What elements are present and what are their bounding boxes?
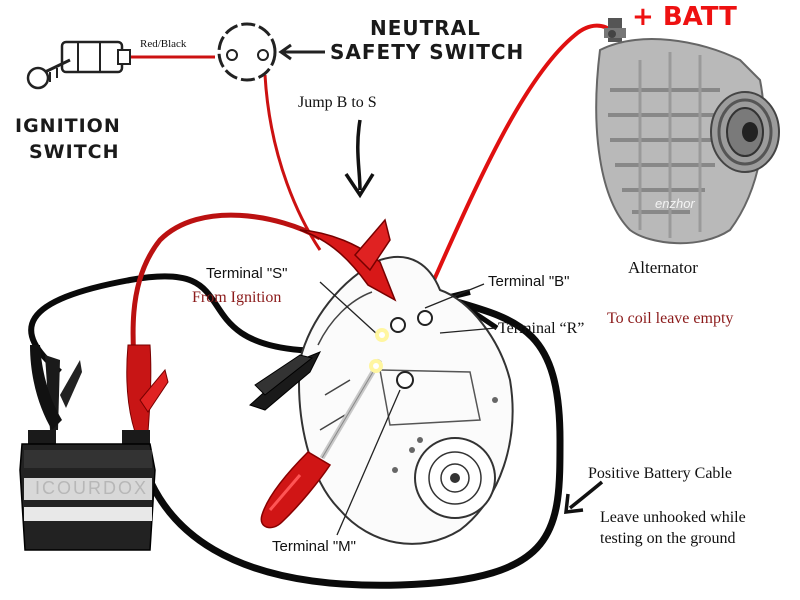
- neutral-to-terminal-s-wire: [263, 74, 322, 251]
- cable-leader-arrow: [564, 480, 604, 514]
- spark-flashes: [369, 328, 389, 373]
- red-black-wire-label: Red/Black: [140, 38, 187, 50]
- leave-unhooked-line1: Leave unhooked while: [600, 509, 746, 526]
- terminal-s-label: Terminal "S": [206, 265, 288, 282]
- alternator-watermark: enzhor: [655, 196, 695, 211]
- leave-unhooked-label: Leave unhooked while testing on the grou…: [600, 507, 746, 549]
- neutral-safety-label-line1: NEUTRAL: [370, 16, 481, 40]
- positive-battery-cable: [136, 296, 564, 589]
- to-coil-label: To coil leave empty: [607, 310, 734, 327]
- neutral-safety-switch-label: NEUTRAL SAFETY SWITCH: [330, 16, 524, 64]
- neutral-safety-switch: [217, 22, 325, 82]
- neutral-safety-label-line2: SAFETY SWITCH: [330, 40, 525, 64]
- battery-positive-clip: [126, 344, 169, 433]
- terminal-r-label: Terminal “R”: [498, 320, 585, 337]
- alternator-label: Alternator: [628, 258, 698, 277]
- red-clip-terminal-s: [299, 218, 397, 302]
- from-ignition-label: From Ignition: [192, 289, 282, 306]
- ignition-switch-label-line2: SWITCH: [29, 141, 120, 163]
- alternator-batt-wire: [423, 23, 614, 301]
- terminal-b-label: Terminal "B": [488, 273, 570, 290]
- ignition-switch-label: IGNITION SWITCH: [15, 113, 121, 165]
- jump-b-to-s-label: Jump B to S: [298, 94, 377, 111]
- black-clip-starter: [249, 351, 322, 411]
- positive-battery-cable-label: Positive Battery Cable: [588, 465, 732, 482]
- battery: [19, 430, 156, 551]
- screwdriver: [260, 358, 383, 529]
- plus-batt-label: + BATT: [632, 2, 737, 32]
- pointer-lines: [319, 281, 497, 536]
- ignition-switch: [26, 40, 131, 90]
- alternator-batt-post: [608, 30, 616, 38]
- starter-motor: [298, 255, 514, 545]
- ignition-switch-label-line1: IGNITION: [15, 115, 121, 137]
- alternator: [595, 18, 780, 245]
- leave-unhooked-line2: testing on the ground: [600, 530, 736, 547]
- terminal-m-label: Terminal "M": [272, 538, 356, 555]
- battery-watermark: ICOURDOX: [35, 478, 149, 498]
- battery-negative-clip: [30, 345, 82, 430]
- jump-arrow: [344, 119, 375, 199]
